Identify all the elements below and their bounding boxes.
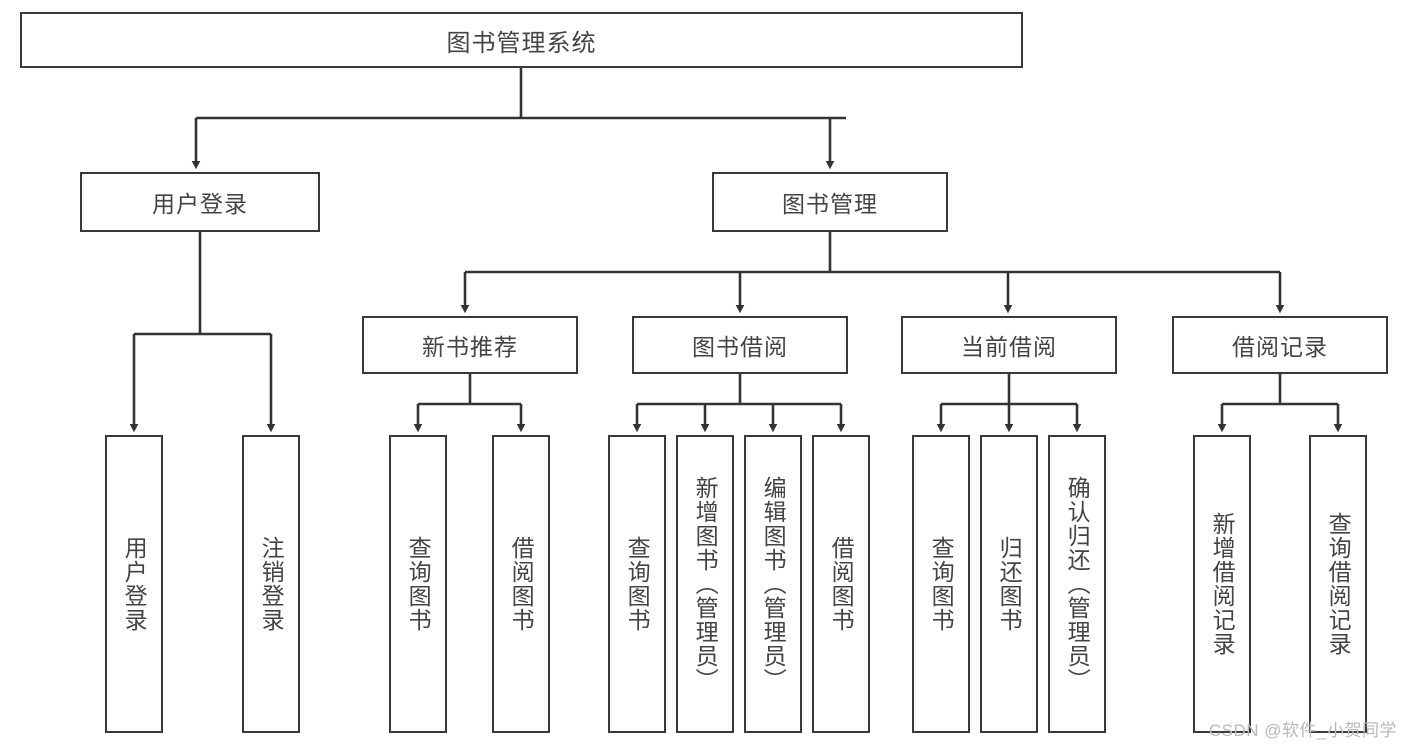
node-borrow-record[interactable]: 借阅记录 [1172, 316, 1388, 374]
node-leaf-user-login[interactable]: 用户登录 [105, 435, 163, 733]
node-leaf-query-book-3[interactable]: 查询图书 [912, 435, 970, 733]
csdn-watermark: CSDN @软件_小贺同学 [1208, 721, 1397, 740]
node-leaf-edit-book[interactable]: 编辑图书（管理员） [744, 435, 802, 733]
node-leaf-query-book-1[interactable]: 查询图书 [389, 435, 447, 733]
node-leaf-return-book[interactable]: 归还图书 [980, 435, 1038, 733]
node-book-borrow[interactable]: 图书借阅 [632, 316, 848, 374]
node-leaf-borrow-book-2[interactable]: 借阅图书 [812, 435, 870, 733]
node-root-system[interactable]: 图书管理系统 [20, 12, 1023, 68]
node-user-login[interactable]: 用户登录 [80, 172, 320, 232]
node-leaf-add-record[interactable]: 新增借阅记录 [1193, 435, 1251, 733]
node-leaf-query-record[interactable]: 查询借阅记录 [1309, 435, 1367, 733]
node-leaf-add-book[interactable]: 新增图书（管理员） [676, 435, 734, 733]
node-leaf-borrow-book-1[interactable]: 借阅图书 [492, 435, 550, 733]
node-leaf-user-logout[interactable]: 注销登录 [242, 435, 300, 733]
node-leaf-query-book-2[interactable]: 查询图书 [608, 435, 666, 733]
node-current-borrow[interactable]: 当前借阅 [901, 316, 1117, 374]
node-new-book-recommend[interactable]: 新书推荐 [362, 316, 578, 374]
node-leaf-confirm-return[interactable]: 确认归还（管理员） [1048, 435, 1106, 733]
node-book-manage[interactable]: 图书管理 [712, 172, 948, 232]
